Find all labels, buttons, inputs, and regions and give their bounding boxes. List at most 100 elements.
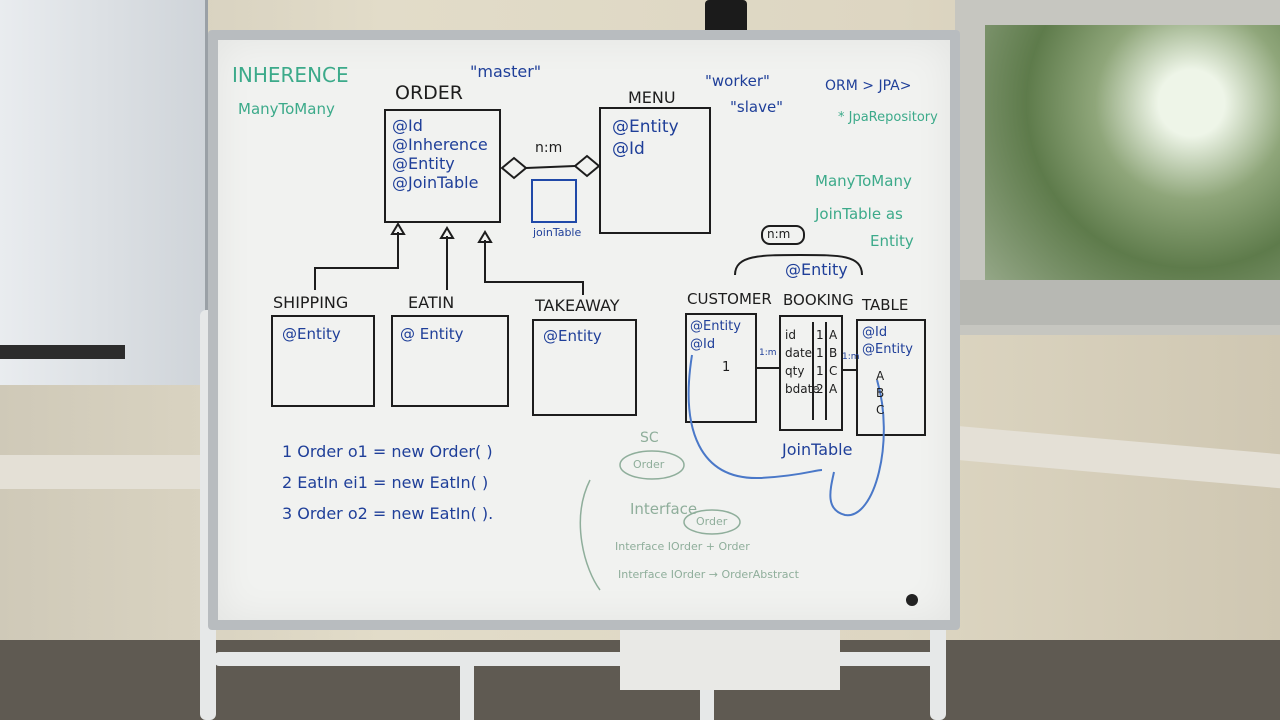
arrow-tri-2 xyxy=(439,226,455,239)
jointable-label: JoinTable xyxy=(782,440,853,459)
jointable-small: joinTable xyxy=(533,226,582,239)
order-field: @Id xyxy=(392,116,423,135)
order-field: @JoinTable xyxy=(392,173,479,192)
table-letters: A B C xyxy=(876,368,884,419)
booking-num: 2 xyxy=(816,382,824,396)
order-fields: @Id @Inherence @Entity @JoinTable xyxy=(392,116,488,192)
booking-field: id xyxy=(785,328,796,342)
table-box xyxy=(856,319,926,436)
booking-letter: C xyxy=(829,364,838,378)
interface-label: Interface xyxy=(630,500,698,518)
window-trees xyxy=(985,25,1280,285)
eatin-title: EATIN xyxy=(408,293,455,312)
code-line: 1 Order o1 = new Order( ) xyxy=(282,442,493,461)
magnet xyxy=(906,594,918,606)
shipping-field: @Entity xyxy=(282,325,341,343)
inherence-title: INHERENCE xyxy=(232,63,349,87)
nm-label: n:m xyxy=(535,140,563,156)
booking-num: 1 xyxy=(816,346,824,360)
table-field: @Entity xyxy=(862,342,913,357)
arrow-tri-3 xyxy=(477,230,493,243)
eatin-box xyxy=(391,315,509,407)
customer-one: 1 xyxy=(722,360,731,375)
order-oval xyxy=(619,450,685,480)
order-field: @Inherence xyxy=(392,135,488,154)
table-letter: A xyxy=(876,369,885,383)
table-letter: C xyxy=(876,403,885,417)
booking-field: date xyxy=(785,346,813,360)
inherit-shipping xyxy=(314,232,399,290)
cabinet xyxy=(620,620,840,690)
jointable-square xyxy=(531,179,577,223)
booking-fields: id date qty bdate xyxy=(785,326,820,398)
booking-nums: 1 1 1 2 xyxy=(816,326,824,398)
nm-link xyxy=(525,165,576,169)
menu-fields: @Entity @Id xyxy=(612,116,679,160)
whiteboard xyxy=(218,40,950,620)
customer-field: @Entity xyxy=(690,319,741,334)
note-1: Interface IOrder + Order xyxy=(615,540,750,553)
nm-top: n:m xyxy=(767,227,791,241)
worker-label: "worker" xyxy=(705,72,770,90)
wall-rail xyxy=(0,455,205,489)
customer-fields: @Entity @Id xyxy=(690,318,741,354)
menu-box xyxy=(599,107,711,234)
order-oval-text: Order xyxy=(633,458,665,471)
booking-letter: A xyxy=(829,328,838,342)
bracket-curve xyxy=(579,479,601,591)
table-letter: B xyxy=(876,386,885,400)
slave-label: "slave" xyxy=(730,98,784,116)
note-2: Interface IOrder → OrderAbstract xyxy=(618,568,799,581)
booking-letter: A xyxy=(829,382,838,396)
table-jointable-curve xyxy=(829,379,885,517)
side-whiteboard-tray xyxy=(0,345,125,359)
m2m-label: ManyToMany xyxy=(815,172,912,190)
window-sill xyxy=(955,280,1280,325)
booking-num: 1 xyxy=(816,328,824,342)
booking-field: bdate xyxy=(785,382,820,396)
arrow-tri-1 xyxy=(390,222,406,235)
diamond-right xyxy=(573,154,601,178)
stand-foot-left xyxy=(460,662,474,720)
side-whiteboard xyxy=(0,0,208,385)
shipping-title: SHIPPING xyxy=(273,293,349,312)
table-field: @Id xyxy=(862,325,888,340)
nm-oval xyxy=(761,225,805,245)
entity-top: @Entity xyxy=(785,260,848,279)
nm-bracket xyxy=(734,254,863,276)
booking-num: 1 xyxy=(816,364,824,378)
jt-entity-line2: Entity xyxy=(870,232,914,250)
takeaway-box xyxy=(532,319,637,416)
code-lines: 1 Order o1 = new Order( ) 2 EatIn ei1 = … xyxy=(282,436,493,529)
jparepo-label: * JpaRepository xyxy=(838,110,938,125)
inherit-takeaway xyxy=(484,240,584,295)
customer-jointable-curve xyxy=(687,354,823,480)
order-field: @Entity xyxy=(392,154,455,173)
menu-field: @Id xyxy=(612,139,645,159)
order-oval2-text: Order xyxy=(696,515,728,528)
takeaway-field: @Entity xyxy=(543,327,602,345)
eatin-field: @ Entity xyxy=(400,325,464,343)
diamond-left xyxy=(500,156,528,180)
booking-letters: A B C A xyxy=(829,326,837,398)
table-fields: @Id @Entity xyxy=(862,324,913,358)
shipping-box xyxy=(271,315,375,407)
customer-title: CUSTOMER xyxy=(687,290,772,308)
menu-field: @Entity xyxy=(612,117,679,137)
takeaway-title: TAKEAWAY xyxy=(535,296,620,315)
order-title: ORDER xyxy=(395,82,463,104)
inherence-sub: ManyToMany xyxy=(238,100,335,118)
booking-box xyxy=(779,315,843,431)
order-oval-2 xyxy=(683,509,741,535)
order-box xyxy=(384,109,501,223)
code-line: 2 EatIn ei1 = new EatIn( ) xyxy=(282,473,489,492)
nm-left: 1:m xyxy=(759,348,777,358)
booking-field: qty xyxy=(785,364,805,378)
jt-entity-line1: JoinTable as xyxy=(815,205,903,223)
booking-title: BOOKING xyxy=(783,291,854,309)
orm-label: ORM > JPA> xyxy=(825,78,912,94)
master-label: "master" xyxy=(470,62,542,81)
customer-field: @Id xyxy=(690,337,716,352)
table-title: TABLE xyxy=(862,296,909,314)
